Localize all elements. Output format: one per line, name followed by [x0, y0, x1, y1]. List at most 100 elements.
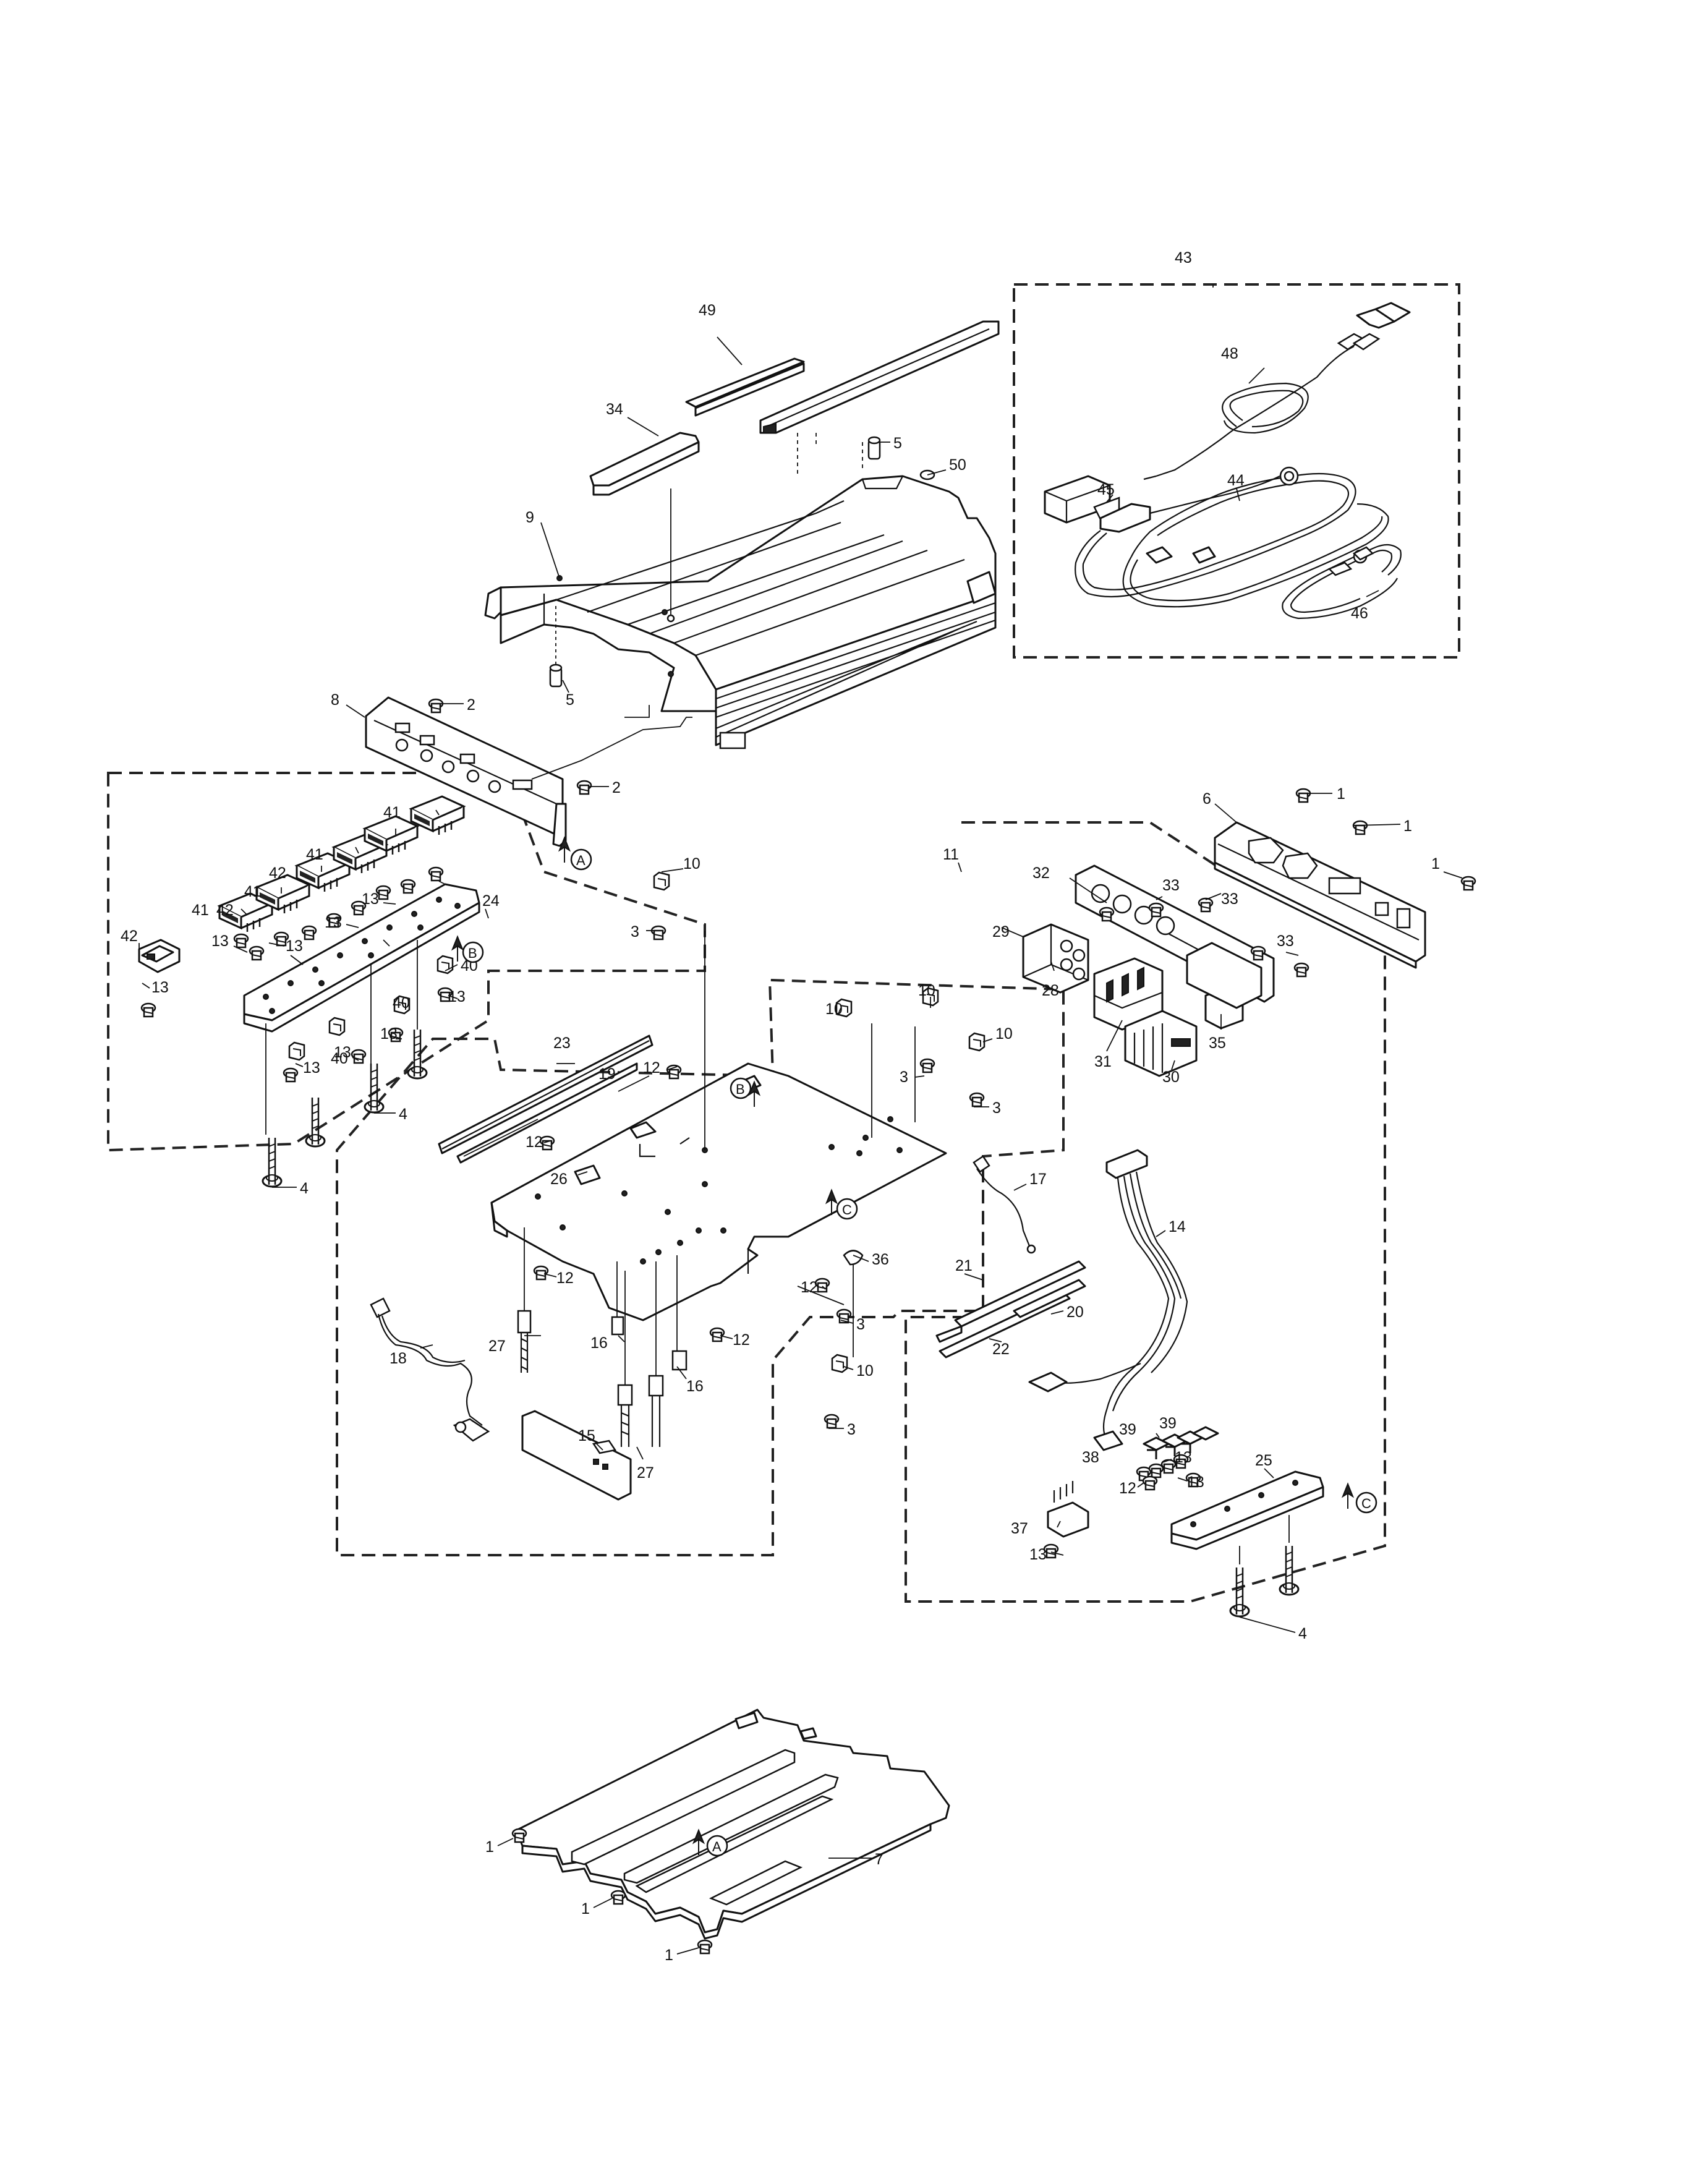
- bottom-cover: [515, 1708, 950, 1940]
- callout: 12: [733, 1331, 750, 1349]
- support-bar-19: [438, 1034, 654, 1154]
- rca-jack-block: [1022, 923, 1089, 994]
- callout: 12: [526, 1133, 543, 1151]
- callout: 13: [334, 1044, 351, 1061]
- screw-32: [1099, 906, 1115, 922]
- callout: 41: [306, 846, 323, 863]
- connector-letter: A: [712, 1839, 722, 1854]
- screw-12-pcb-c: [533, 1265, 549, 1281]
- callout: 49: [699, 302, 716, 319]
- screw-2-upper: [428, 698, 444, 714]
- callout: 33: [1221, 890, 1238, 908]
- callout: 1: [1403, 817, 1412, 835]
- bracket-26: [574, 1164, 601, 1185]
- group-outline-center: [336, 978, 1065, 1556]
- callout: 6: [1203, 790, 1211, 808]
- callout: 37: [1011, 1520, 1028, 1537]
- connector-letter: B: [736, 1081, 745, 1097]
- callout: 41: [244, 883, 262, 900]
- main-pcb: [490, 1062, 947, 1321]
- callout: 1: [1337, 785, 1345, 803]
- clip-10-a: [653, 871, 670, 891]
- callout: 45: [1097, 481, 1115, 498]
- callout: 48: [1221, 345, 1238, 362]
- callout: 24: [482, 892, 500, 910]
- callout: 16: [590, 1334, 608, 1352]
- bar-20: [1013, 1279, 1086, 1318]
- callout: 12: [1119, 1480, 1136, 1497]
- screw-3-e: [824, 1414, 840, 1429]
- screw-1-rear-a: [1295, 788, 1311, 803]
- callout: 43: [1175, 249, 1192, 267]
- wire-harness-14: [1028, 1149, 1188, 1451]
- callout: 32: [1032, 864, 1050, 882]
- callout: 41: [383, 804, 401, 821]
- callout: 29: [992, 923, 1010, 941]
- connector-letter: A: [576, 853, 585, 868]
- top-cover: [484, 433, 997, 749]
- callout: 2: [467, 696, 475, 714]
- group-outline-right: [905, 821, 1386, 1603]
- callout: 42: [216, 902, 234, 919]
- callout: 21: [955, 1257, 973, 1274]
- callout: 17: [1029, 1171, 1047, 1188]
- callout: 41: [192, 902, 209, 919]
- callout: 13: [1187, 1474, 1204, 1491]
- fuse-holder-45: [1044, 475, 1151, 533]
- callout: 36: [872, 1251, 889, 1268]
- screw-4-d: [407, 1028, 428, 1080]
- callout: 1: [581, 1900, 590, 1917]
- callout: 39: [1159, 1415, 1177, 1432]
- callout: 13: [380, 1025, 398, 1043]
- screw-3-b: [919, 1058, 935, 1073]
- heatsink-bar-25: [1170, 1470, 1324, 1550]
- callout: 33: [1277, 932, 1294, 950]
- callout: 5: [893, 435, 902, 452]
- transistor-41-d: [410, 795, 465, 836]
- callout: 3: [856, 1316, 865, 1333]
- callout: 50: [949, 456, 966, 474]
- callout: 4: [300, 1180, 309, 1197]
- callout: 13: [303, 1059, 320, 1077]
- connector-markers: A A B B C C: [462, 848, 1377, 1857]
- rear-panel: [1214, 821, 1426, 969]
- callout: 44: [1227, 472, 1245, 489]
- screw-12-pcb-d: [709, 1327, 725, 1342]
- callout: 28: [1042, 982, 1059, 999]
- callout: 3: [847, 1421, 856, 1438]
- callout: 26: [550, 1171, 568, 1188]
- power-cable-48: [1143, 302, 1411, 480]
- callout: 5: [566, 691, 574, 709]
- callout: 22: [992, 1341, 1010, 1358]
- callout: 9: [526, 509, 534, 526]
- callout: 3: [631, 923, 639, 941]
- callout: 35: [1209, 1034, 1226, 1052]
- screw-1-rear-b: [1352, 820, 1368, 835]
- callout: 7: [875, 1851, 883, 1868]
- screw-33-b: [1198, 897, 1214, 913]
- callout: 46: [1351, 605, 1368, 622]
- callout: 13: [325, 914, 342, 931]
- callout: 15: [578, 1427, 595, 1444]
- callout: 4: [1298, 1625, 1307, 1642]
- screw-3-c: [969, 1092, 985, 1107]
- callout: 11: [943, 846, 959, 863]
- callout: 12: [643, 1059, 660, 1077]
- callout: 10: [825, 1000, 843, 1018]
- bar-21: [935, 1260, 1086, 1343]
- callout: 40: [393, 994, 410, 1012]
- callout: 13: [448, 988, 466, 1005]
- callout: 42: [121, 928, 138, 945]
- callout: 42: [269, 864, 286, 882]
- callout: 27: [488, 1337, 506, 1355]
- callout: 33: [1162, 877, 1180, 894]
- callout: 20: [1067, 1303, 1084, 1321]
- callout: 13: [286, 937, 303, 955]
- jack-panel-frame: [1186, 942, 1262, 1009]
- connector-letter: B: [468, 945, 477, 961]
- callout: 4: [399, 1106, 407, 1123]
- screw-4-c: [364, 1062, 385, 1114]
- standoff-27-center: [617, 1261, 664, 1447]
- spacer-bottom: [549, 606, 563, 688]
- connector-arrows: [451, 836, 1355, 1855]
